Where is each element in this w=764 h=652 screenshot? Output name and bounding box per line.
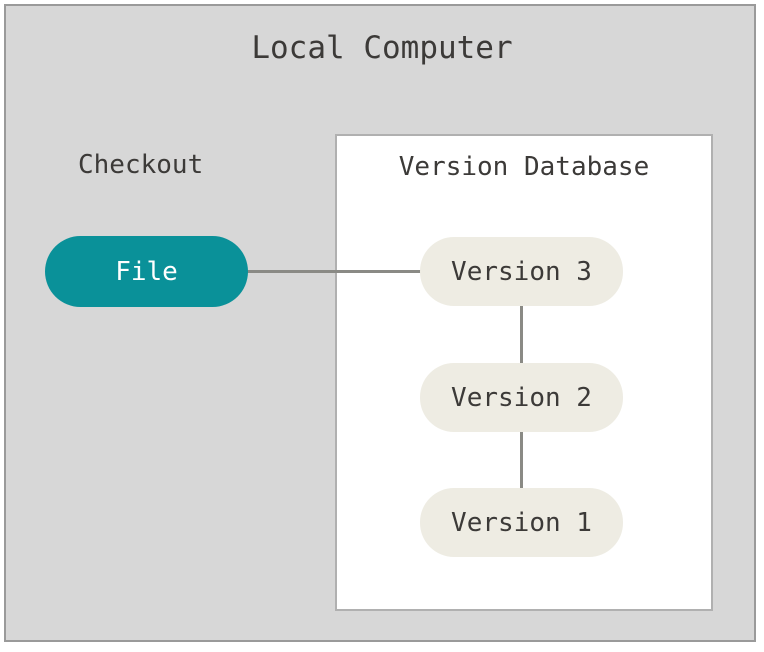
version-node-1[interactable]: Version 1	[420, 488, 623, 557]
version-database-title: Version Database	[398, 152, 650, 182]
version-node-3[interactable]: Version 3	[420, 237, 623, 306]
edge-file-to-version-3	[230, 270, 462, 273]
version-node-2[interactable]: Version 2	[420, 363, 623, 432]
checkout-label: Checkout	[78, 150, 204, 180]
edge-version-2-to-version-1	[520, 425, 523, 495]
page-title: Local Computer	[251, 30, 513, 66]
file-node[interactable]: File	[45, 236, 248, 307]
edge-version-3-to-version-2	[520, 300, 523, 370]
